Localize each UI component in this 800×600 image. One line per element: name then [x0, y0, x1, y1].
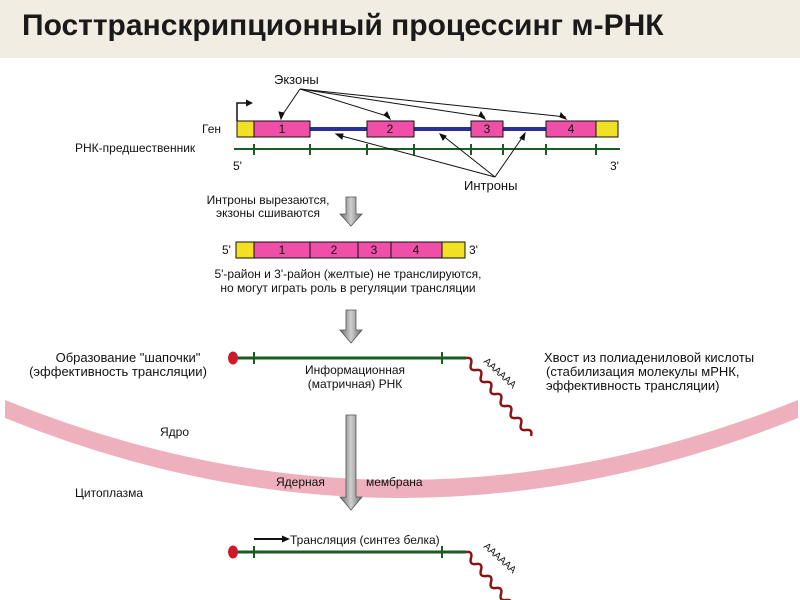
step1-line2: экзоны сшиваются [216, 206, 320, 220]
spliced-exon-1-number: 1 [279, 243, 286, 257]
precursor-5prime: 5' [233, 159, 242, 173]
spliced-exon-4-number: 4 [413, 243, 420, 257]
gene-exon-2 [366, 120, 415, 138]
spliced-exon-2-number: 2 [331, 243, 338, 257]
gene-exon-2-number: 2 [387, 122, 394, 136]
translation-label: Трансляция (синтез белка) [290, 533, 440, 547]
precursor-label: РНК-предшественник [75, 141, 196, 155]
spliced-exon-3-number: 3 [371, 243, 378, 257]
process-arrow-2 [339, 309, 363, 344]
cap-line1: Образование "шапочки" [56, 350, 201, 365]
spliced-rna: 5' 1 2 3 4 3' [222, 241, 478, 259]
gene-3utr [595, 120, 619, 138]
membrane-label-right: мембрана [366, 475, 423, 489]
precursor-3prime: 3' [610, 159, 619, 173]
introns-label: Интроны [464, 178, 517, 193]
mrna-cap [228, 351, 238, 365]
nucleus-label: Ядро [160, 425, 189, 439]
gene-exon-4 [545, 120, 597, 138]
exons-label: Экзоны [274, 72, 319, 87]
spliced-3utr [441, 241, 466, 259]
gene-exon-1-number: 1 [279, 122, 286, 136]
mrna-polya-letters: AAAAAA [481, 356, 518, 391]
process-arrow-1 [339, 196, 363, 227]
gene-exon-3 [470, 120, 504, 138]
tail-line3: эффективность трансляции) [546, 378, 719, 393]
cap-line2: (эффективность трансляции) [29, 364, 207, 379]
tail-line2: (стабилизация молекулы мРНК, [546, 364, 739, 379]
spliced-5prime: 5' [222, 243, 231, 257]
gene-exon-3-number: 3 [484, 122, 491, 136]
tail-line1: Хвост из полиадениловой кислоты [544, 350, 754, 365]
gene-section: Экзоны Ген 1 2 3 4 РНК-предшеств [75, 72, 620, 193]
cytoplasm-label: Цитоплазма [75, 486, 143, 500]
precursor-ticks [253, 144, 597, 155]
intron-pointers [334, 131, 526, 178]
spliced-3prime: 3' [469, 243, 478, 257]
slide-title: Посттранскрипционный процессинг м-РНК [22, 9, 664, 42]
spliced-5utr [235, 241, 255, 259]
step1-line1: Интроны вырезаются, [207, 193, 330, 207]
title-bar: Посттранскрипционный процессинг м-РНК [0, 0, 800, 58]
cyto-mrna-polya-tail [465, 550, 512, 600]
gene-5utr [236, 120, 255, 138]
mrna-polya-tail [465, 356, 533, 437]
export-arrow [339, 414, 363, 511]
gene-exon-1 [253, 120, 311, 138]
mrna-line1: Информационная [305, 363, 405, 377]
membrane-label-left: Ядерная [276, 475, 325, 489]
transcription-start-marker [236, 102, 249, 121]
mrna-line2: (матричная) РНК [308, 377, 403, 391]
translation-section: Трансляция (синтез белка) AAAAAA [228, 533, 518, 600]
exon-pointers [278, 88, 568, 121]
gene-label: Ген [202, 122, 221, 136]
note-line2: но могут играть роль в регуляции трансля… [220, 281, 475, 295]
mature-mrna: Образование "шапочки" (эффективность тра… [29, 350, 754, 437]
cyto-polya-letters: AAAAAA [481, 541, 518, 576]
cyto-mrna-cap [228, 545, 238, 559]
gene-exon-4-number: 4 [568, 122, 575, 136]
nuclear-membrane [5, 400, 798, 498]
note-line1: 5'-район и 3'-район (желтые) не транслир… [214, 267, 481, 281]
